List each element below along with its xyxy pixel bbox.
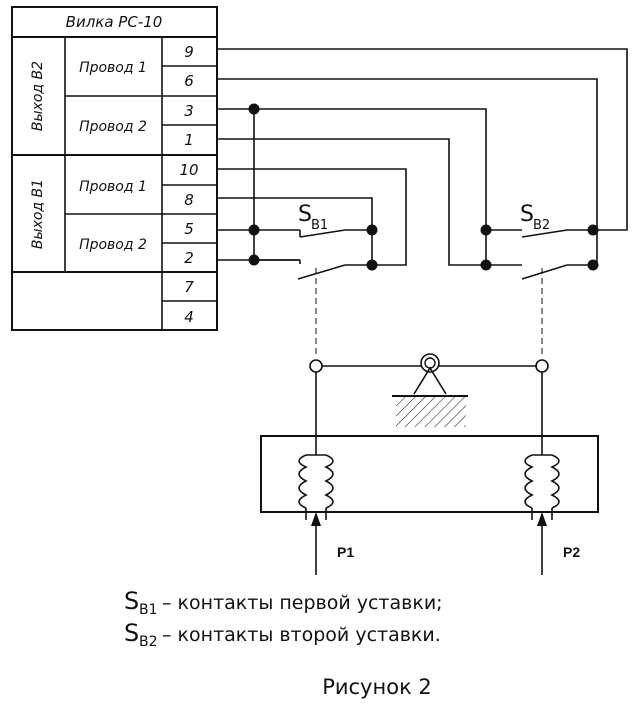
figure-caption: Рисунок 2 bbox=[322, 675, 432, 699]
pressure-label-p2: P2 bbox=[563, 544, 580, 560]
lever-assembly bbox=[309, 353, 549, 455]
ground-hatch bbox=[396, 397, 466, 427]
junction-dot bbox=[587, 259, 599, 271]
junction-dot bbox=[366, 224, 378, 236]
wire-label-b2-2: Провод 2 bbox=[79, 119, 147, 135]
svg-text:B2: B2 bbox=[139, 634, 158, 650]
pin-6: 6 bbox=[184, 72, 194, 90]
wire-label-b1-2: Провод 2 bbox=[79, 237, 147, 253]
pin-5: 5 bbox=[184, 220, 194, 238]
bellows-left bbox=[298, 454, 334, 520]
pin-2: 2 bbox=[184, 249, 194, 267]
svg-text:B1: B1 bbox=[139, 602, 158, 618]
svg-text:– контакты второй уставки.: – контакты второй уставки. bbox=[162, 624, 441, 646]
pin-7: 7 bbox=[184, 278, 194, 296]
pressure-arrow-p2 bbox=[537, 512, 547, 575]
junction-dot bbox=[480, 259, 492, 271]
pressure-arrow-p1 bbox=[311, 512, 321, 575]
svg-text:– контакты первой уставки;: – контакты первой уставки; bbox=[162, 592, 443, 614]
pin-10: 10 bbox=[179, 161, 198, 179]
pressure-label-p1: P1 bbox=[337, 544, 354, 560]
lever-hinge-right bbox=[535, 359, 549, 373]
legend-sb1: S B1 – контакты первой уставки; bbox=[124, 587, 443, 618]
svg-text:S: S bbox=[520, 202, 534, 227]
pin-1: 1 bbox=[184, 131, 194, 149]
junction-dot bbox=[248, 224, 260, 236]
svg-text:S: S bbox=[124, 619, 139, 647]
pin-4: 4 bbox=[184, 308, 194, 326]
pin-9: 9 bbox=[184, 43, 194, 61]
sensor-housing bbox=[260, 435, 599, 513]
junction-dot bbox=[587, 224, 599, 236]
switch-label-sb1: S B1 bbox=[298, 202, 328, 233]
svg-text:S: S bbox=[124, 587, 139, 615]
legend-sb2: S B2 – контакты второй уставки. bbox=[124, 619, 441, 650]
output-label-b2: Выход В2 bbox=[30, 61, 46, 131]
connector-table: Вилка РС-10 Выход В2 Выход В1 Провод 1 П… bbox=[11, 6, 218, 331]
connector-title: Вилка РС-10 bbox=[66, 13, 163, 31]
pin-8: 8 bbox=[184, 191, 194, 209]
junction-dot bbox=[248, 103, 260, 115]
svg-text:B2: B2 bbox=[533, 218, 550, 233]
wire-label-b1-1: Провод 1 bbox=[79, 179, 147, 195]
wire-label-b2-1: Провод 1 bbox=[79, 60, 147, 76]
junction-dot bbox=[366, 259, 378, 271]
svg-text:B1: B1 bbox=[311, 218, 328, 233]
junction-dot bbox=[248, 254, 260, 266]
pin-3: 3 bbox=[184, 102, 194, 120]
junction-dot bbox=[480, 224, 492, 236]
switch-label-sb2: S B2 bbox=[520, 202, 550, 233]
svg-text:S: S bbox=[298, 202, 312, 227]
lever-hinge-left bbox=[309, 359, 323, 373]
bellows-right bbox=[524, 454, 560, 520]
output-label-b1: Выход В1 bbox=[30, 179, 46, 249]
wiring bbox=[217, 48, 628, 280]
